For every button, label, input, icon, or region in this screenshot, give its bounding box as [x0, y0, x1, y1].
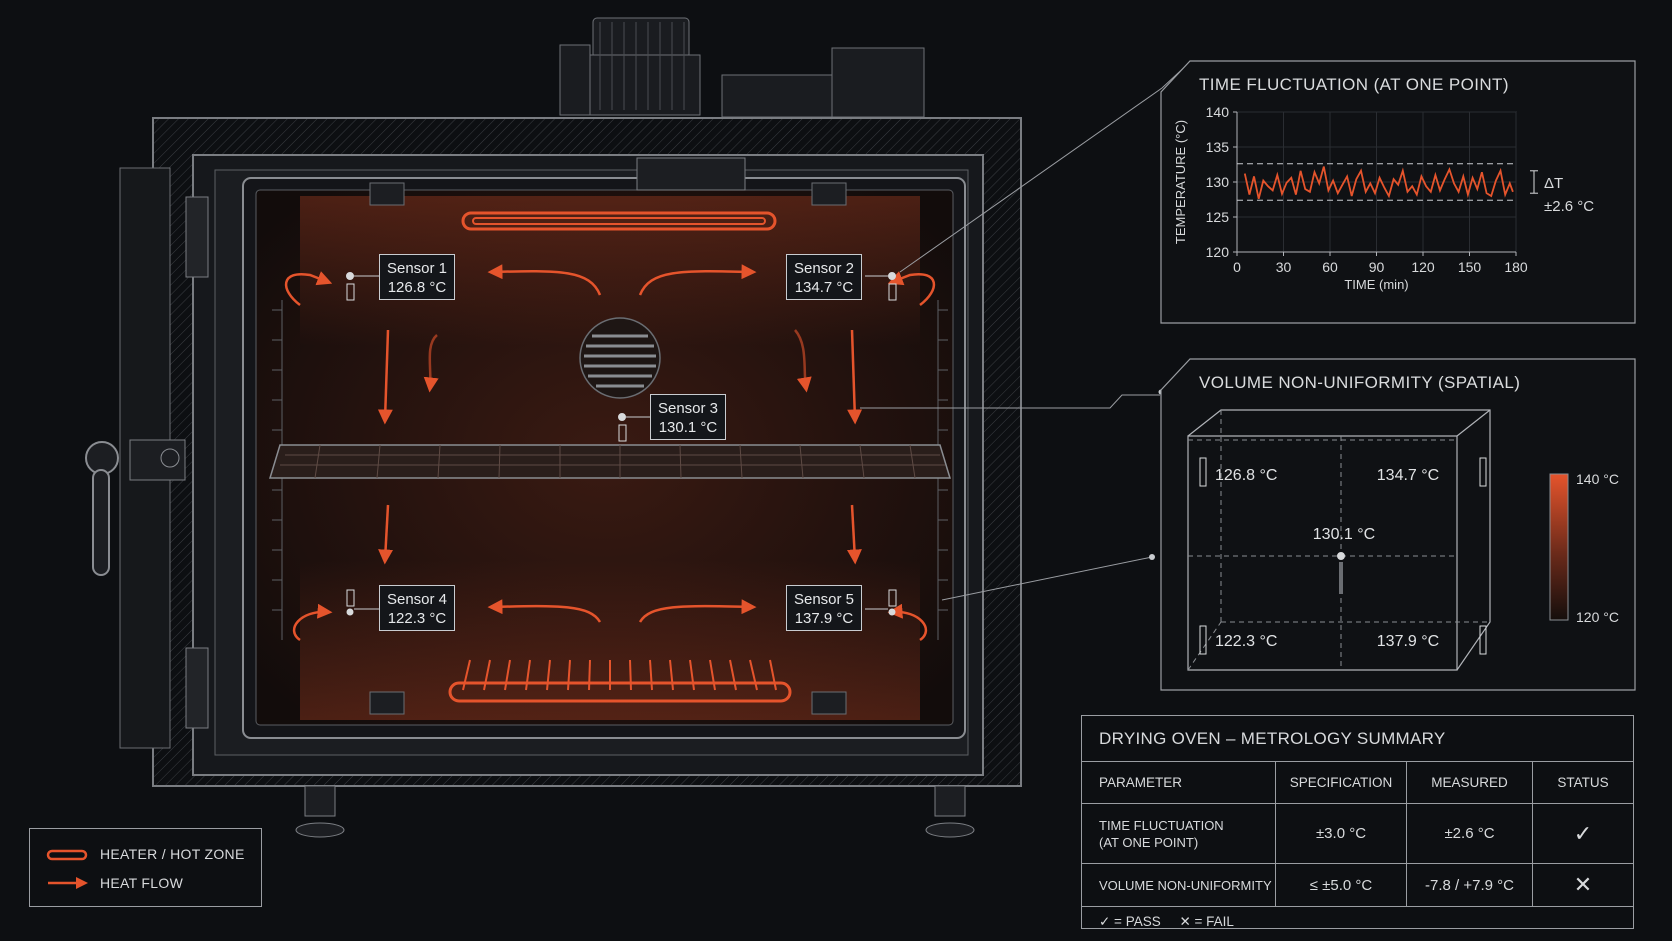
bottom-heater — [448, 659, 792, 703]
x-tick-label: 30 — [1276, 259, 1292, 275]
volume-panel-title: VOLUME NON-UNIFORMITY (SPATIAL) — [1199, 373, 1521, 392]
sensor-value: 134.7 °C — [794, 279, 854, 296]
sensor-3-label: Sensor 3 130.1 °C — [650, 394, 726, 440]
heat-flow-arrows — [284, 264, 936, 642]
pass-icon: ✓ — [1532, 803, 1633, 864]
param-cell: VOLUME NON-UNIFORMITY — [1082, 863, 1276, 907]
sensor-value: 130.1 °C — [658, 419, 718, 436]
sensor-5-label: Sensor 5 137.9 °C — [786, 585, 862, 631]
heater-legend-label: HEATER / HOT ZONE — [100, 846, 245, 862]
x-axis-label: TIME (min) — [1344, 277, 1408, 292]
y-tick-label: 120 — [1206, 244, 1230, 260]
sensor-probes — [346, 272, 897, 616]
status-legend: ✓ = PASS ✕ = FAIL — [1099, 914, 1234, 929]
volume-cube: 126.8 °C 134.7 °C 130.1 °C 122.3 °C 137.… — [1187, 409, 1619, 671]
sensor-name: Sensor 3 — [657, 400, 719, 417]
y-axis-label: TEMPERATURE (°C) — [1173, 120, 1188, 244]
sensor-value: 122.3 °C — [387, 610, 447, 627]
y-tick-label: 135 — [1206, 139, 1230, 155]
param-line: (AT ONE POINT) — [1099, 834, 1199, 850]
sensor-4-label: Sensor 4 122.3 °C — [379, 585, 455, 631]
heater-legend-icon — [46, 849, 88, 861]
spec-cell: ±3.0 °C — [1275, 803, 1407, 864]
sensor-2-label: Sensor 2 134.7 °C — [786, 254, 862, 300]
measured-cell: ±2.6 °C — [1406, 803, 1533, 864]
header-status: STATUS — [1532, 762, 1633, 804]
header-parameter: PARAMETER — [1082, 762, 1276, 804]
heat-flow-legend-label: HEAT FLOW — [100, 875, 184, 891]
arrow-legend-icon — [48, 877, 88, 889]
param-line: TIME FLUCTUATION — [1099, 817, 1224, 833]
metrology-summary: DRYING OVEN – METROLOGY SUMMARY PARAMETE… — [1081, 715, 1634, 929]
measured-cell: -7.8 / +7.9 °C — [1406, 863, 1533, 907]
table-row: VOLUME NON-UNIFORMITY ≤ ±5.0 °C -7.8 / +… — [1082, 863, 1633, 907]
sensor-name: Sensor 2 — [793, 260, 855, 277]
x-tick-label: 60 — [1322, 259, 1338, 275]
x-tick-label: 0 — [1233, 259, 1241, 275]
x-tick-label: 120 — [1411, 259, 1435, 275]
summary-title: DRYING OVEN – METROLOGY SUMMARY — [1082, 716, 1633, 762]
scale-max-label: 140 °C — [1576, 471, 1619, 487]
y-tick-label: 125 — [1206, 209, 1230, 225]
cube-value-4: 122.3 °C — [1215, 633, 1277, 650]
cube-value-2: 134.7 °C — [1377, 467, 1439, 484]
sensor-value: 137.9 °C — [794, 610, 854, 627]
delta-value: ±2.6 °C — [1544, 198, 1594, 215]
sensor-name: Sensor 4 — [386, 591, 448, 608]
series-line — [1243, 166, 1514, 200]
summary-table: PARAMETER SPECIFICATION MEASURED STATUS … — [1082, 762, 1633, 907]
header-specification: SPECIFICATION — [1275, 762, 1407, 804]
param-line: VOLUME NON-UNIFORMITY — [1099, 877, 1272, 893]
motor — [559, 17, 925, 118]
time-panel-title: TIME FLUCTUATION (AT ONE POINT) — [1199, 75, 1509, 94]
delta-label: ΔT — [1544, 175, 1563, 192]
y-tick-label: 140 — [1206, 104, 1230, 120]
fail-icon: ✕ — [1532, 863, 1633, 907]
sensor-value: 126.8 °C — [387, 279, 447, 296]
param-cell: TIME FLUCTUATION (AT ONE POINT) — [1082, 803, 1276, 864]
table-row: TIME FLUCTUATION (AT ONE POINT) ±3.0 °C … — [1082, 803, 1633, 864]
color-scale-bar — [1549, 473, 1569, 621]
sensor-1-label: Sensor 1 126.8 °C — [379, 254, 455, 300]
x-tick-label: 150 — [1458, 259, 1482, 275]
x-tick-label: 180 — [1504, 259, 1528, 275]
spec-cell: ≤ ±5.0 °C — [1275, 863, 1407, 907]
legend: HEATER / HOT ZONE HEAT FLOW — [29, 828, 262, 907]
cube-value-5: 137.9 °C — [1377, 633, 1439, 650]
top-heater — [461, 211, 777, 231]
y-tick-label: 130 — [1206, 174, 1230, 190]
scale-min-label: 120 °C — [1576, 609, 1619, 625]
header-measured: MEASURED — [1406, 762, 1533, 804]
table-header-row: PARAMETER SPECIFICATION MEASURED STATUS — [1082, 762, 1633, 804]
sensor-name: Sensor 1 — [386, 260, 448, 277]
sensor-name: Sensor 5 — [793, 591, 855, 608]
cube-value-1: 126.8 °C — [1215, 467, 1277, 484]
cube-value-3: 130.1 °C — [1313, 526, 1375, 543]
x-tick-label: 90 — [1369, 259, 1385, 275]
volume-panel-frame — [1160, 358, 1636, 691]
